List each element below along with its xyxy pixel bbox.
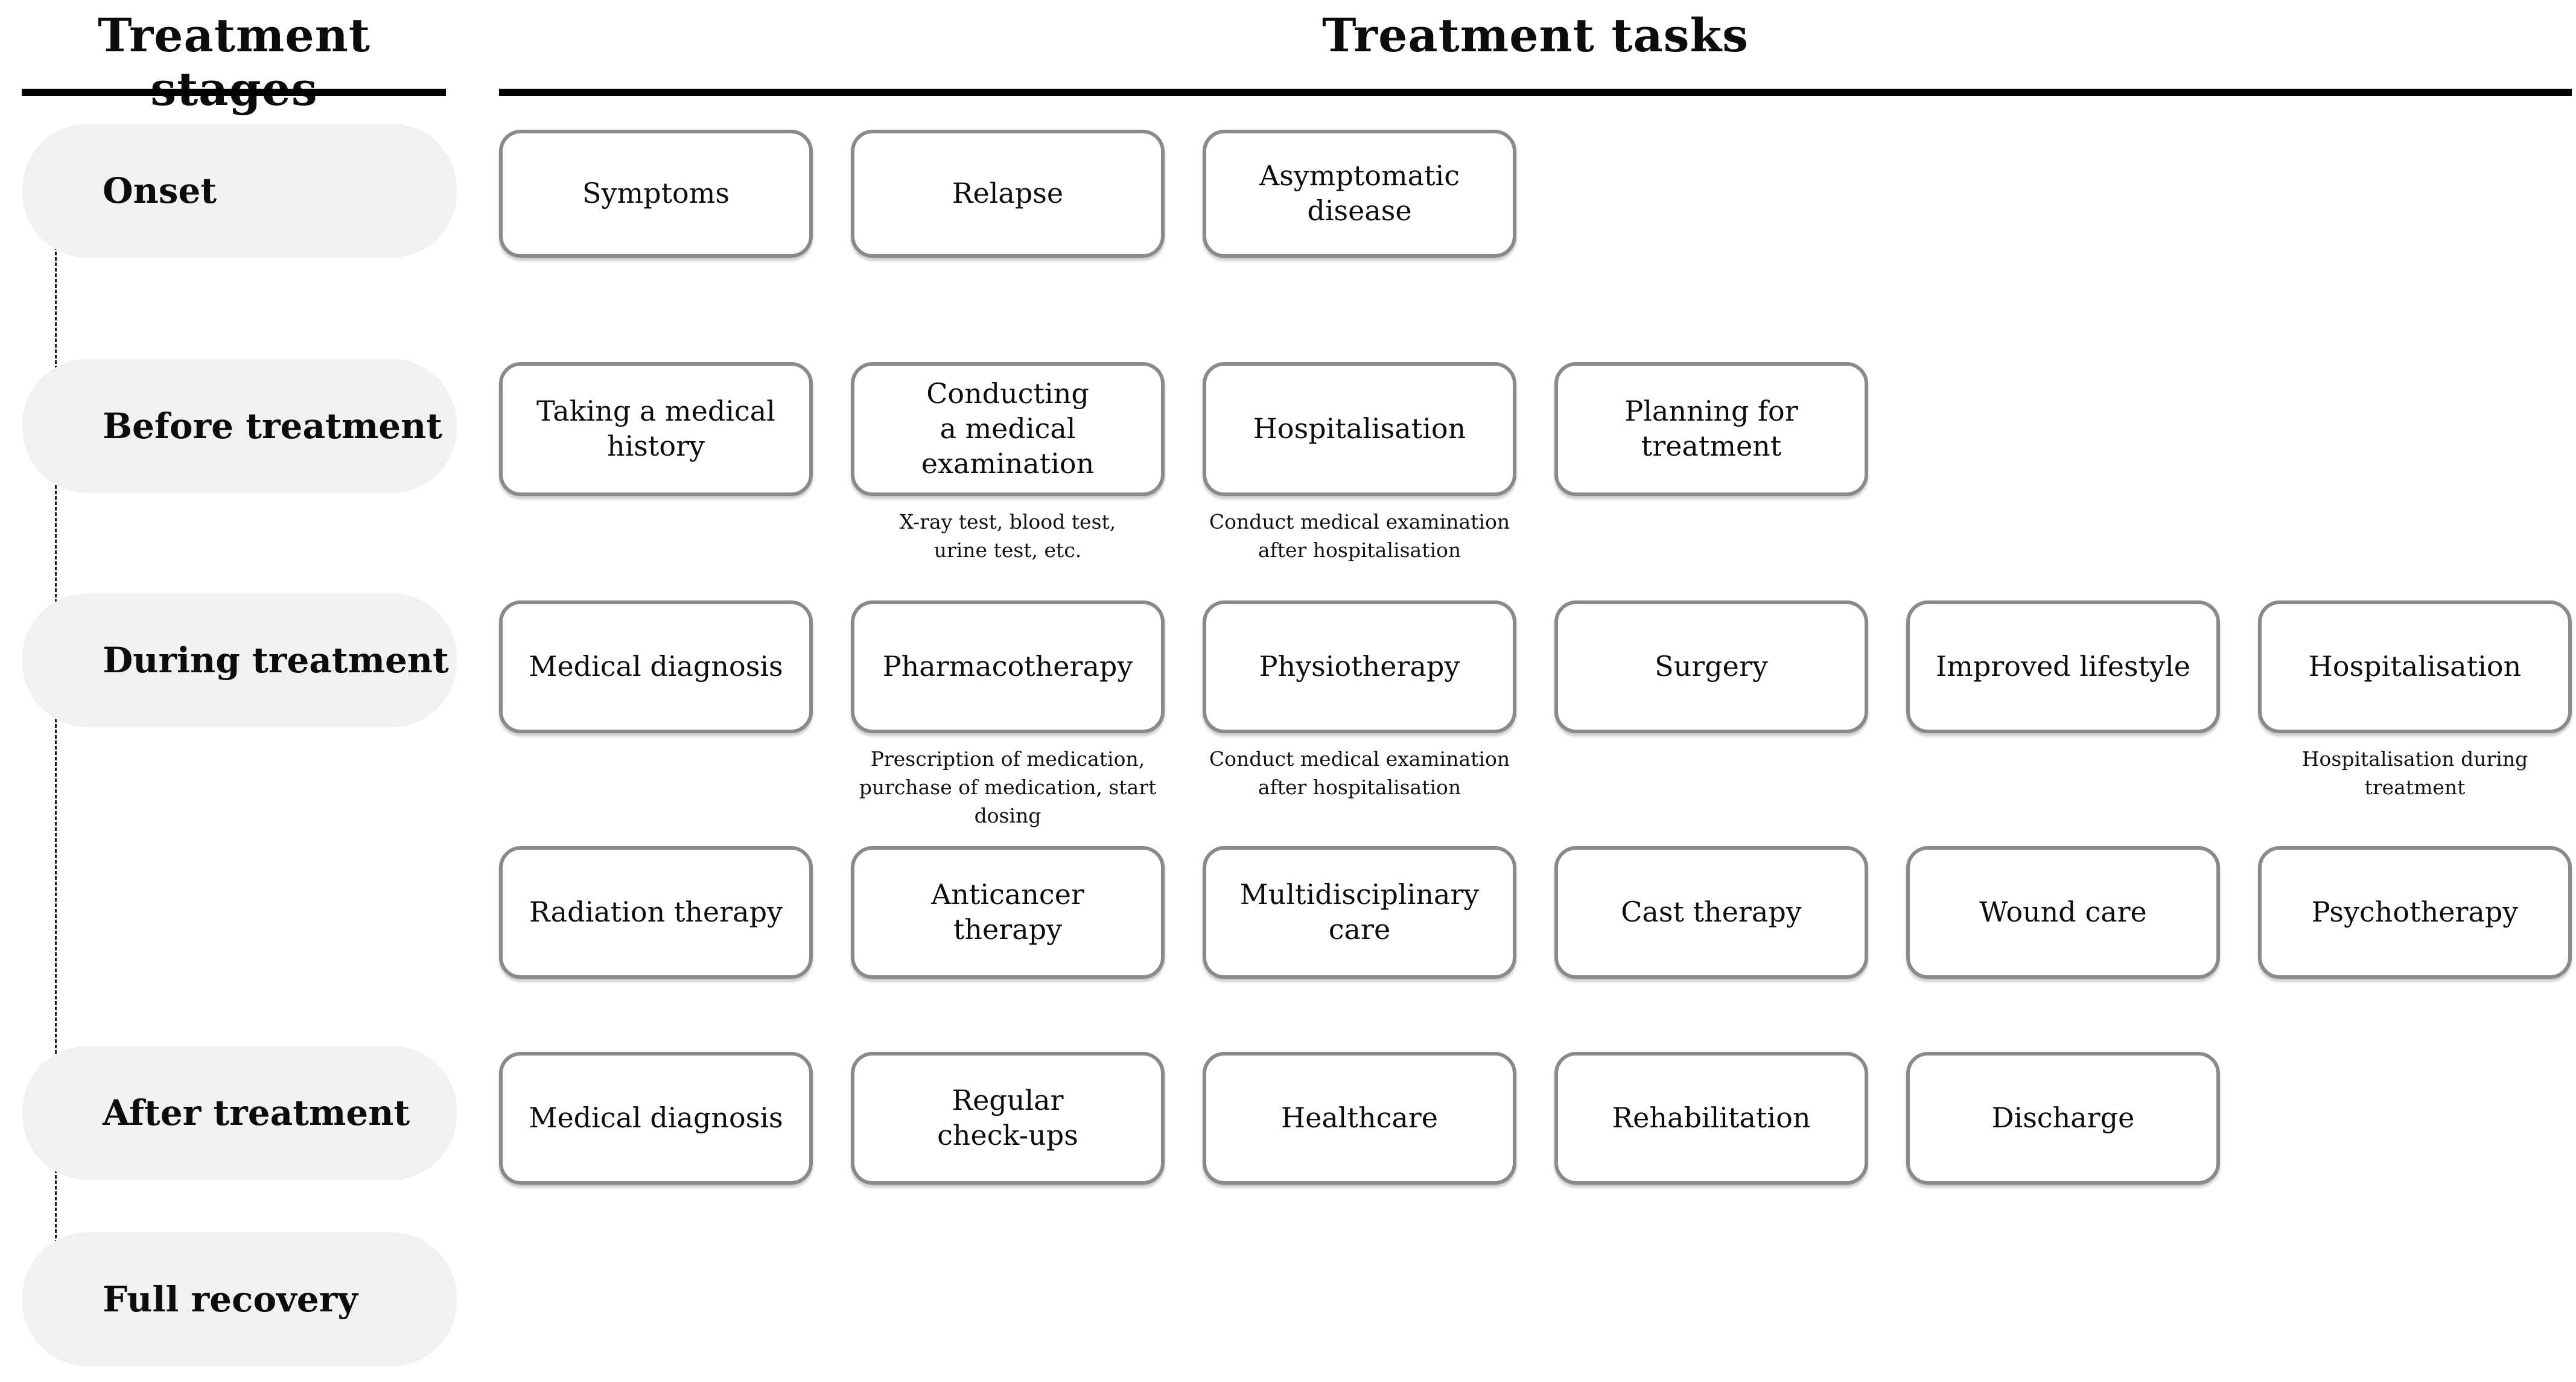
task-row-after-treatment: Medical diagnosis Regular check-ups Heal… [499,1052,2220,1185]
task-box-taking-medical-history: Taking a medical history [499,362,813,496]
task-row-during-treatment-2: Radiation therapy Anticancer therapy Mul… [499,846,2572,979]
task-box-multidisciplinary-care: Multidisciplinary care [1203,846,1516,979]
stage-pill-onset: Onset [22,124,457,258]
task-cell: Asymptomatic disease [1203,130,1516,258]
task-box-conducting-medical-examination: Conducting a medical examination [851,362,1165,496]
task-box-psychotherapy: Psychotherapy [2258,846,2572,979]
stage-pill-during-treatment: During treatment [22,593,457,727]
stages-title-underline [22,89,446,96]
task-cell: Planning for treatment [1554,362,1868,496]
task-box-hospitalisation-before: Hospitalisation [1203,362,1516,496]
task-row-during-treatment-1: Medical diagnosis Pharmacotherapy Prescr… [499,600,2572,827]
timeline-dashed-line [55,192,57,1298]
task-cell: Hospitalisation Hospitalisation during t… [2258,600,2572,799]
task-row-onset: Symptoms Relapse Asymptomatic disease [499,130,1516,258]
task-cell: Psychotherapy [2258,846,2572,979]
task-cell: Relapse [851,130,1165,258]
task-cell: Hospitalisation Conduct medical examinat… [1203,362,1516,562]
task-cell: Improved lifestyle [1906,600,2220,733]
task-cell: Anticancer therapy [851,846,1165,979]
task-box-relapse: Relapse [851,130,1165,258]
task-cell: Healthcare [1203,1052,1516,1185]
task-box-surgery: Surgery [1554,600,1868,733]
task-box-discharge: Discharge [1906,1052,2220,1185]
note-hospitalisation-during-treatment: Hospitalisation during treatment [2301,747,2528,799]
task-row-before-treatment: Taking a medical history Conducting a me… [499,362,1868,562]
task-box-medical-diagnosis-during: Medical diagnosis [499,600,813,733]
task-box-symptoms: Symptoms [499,130,813,258]
task-cell: Wound care [1906,846,2220,979]
stages-column-title: Treatment stages [98,8,370,116]
note-physiotherapy: Conduct medical examination after hospit… [1209,747,1510,799]
task-box-pharmacotherapy: Pharmacotherapy [851,600,1165,733]
note-pharmacotherapy: Prescription of medication, purchase of … [859,747,1157,827]
task-cell: Taking a medical history [499,362,813,496]
task-box-planning-for-treatment: Planning for treatment [1554,362,1868,496]
task-cell: Physiotherapy Conduct medical examinatio… [1203,600,1516,799]
task-box-radiation-therapy: Radiation therapy [499,846,813,979]
tasks-title-underline [499,89,2572,96]
note-examination-after-hospitalisation: Conduct medical examination after hospit… [1209,510,1510,562]
task-cell: Rehabilitation [1554,1052,1868,1185]
task-box-wound-care: Wound care [1906,846,2220,979]
stage-pill-full-recovery: Full recovery [22,1232,457,1366]
stage-label: During treatment [103,640,449,681]
task-box-physiotherapy: Physiotherapy [1203,600,1516,733]
task-cell: Discharge [1906,1052,2220,1185]
task-box-improved-lifestyle: Improved lifestyle [1906,600,2220,733]
task-box-cast-therapy: Cast therapy [1554,846,1868,979]
task-cell: Medical diagnosis [499,1052,813,1185]
task-cell: Pharmacotherapy Prescription of medicati… [851,600,1165,827]
task-cell: Regular check-ups [851,1052,1165,1185]
task-cell: Cast therapy [1554,846,1868,979]
tasks-column-title: Treatment tasks [1322,8,1749,62]
task-box-healthcare: Healthcare [1203,1052,1516,1185]
task-box-medical-diagnosis-after: Medical diagnosis [499,1052,813,1185]
task-cell: Symptoms [499,130,813,258]
stage-label: Full recovery [103,1279,358,1320]
task-cell: Surgery [1554,600,1868,733]
stage-pill-after-treatment: After treatment [22,1046,457,1180]
stage-label: After treatment [103,1092,410,1133]
task-cell: Conducting a medical examination X-ray t… [851,362,1165,562]
task-cell: Radiation therapy [499,846,813,979]
task-cell: Multidisciplinary care [1203,846,1516,979]
stage-pill-before-treatment: Before treatment [22,359,457,493]
task-cell: Medical diagnosis [499,600,813,733]
task-box-rehabilitation: Rehabilitation [1554,1052,1868,1185]
stage-label: Before treatment [103,406,443,447]
task-box-regular-check-ups: Regular check-ups [851,1052,1165,1185]
task-box-anticancer-therapy: Anticancer therapy [851,846,1165,979]
task-box-asymptomatic-disease: Asymptomatic disease [1203,130,1516,258]
stage-label: Onset [103,170,217,211]
note-medical-examination-tests: X-ray test, blood test, urine test, etc. [899,510,1116,562]
task-box-hospitalisation-during: Hospitalisation [2258,600,2572,733]
